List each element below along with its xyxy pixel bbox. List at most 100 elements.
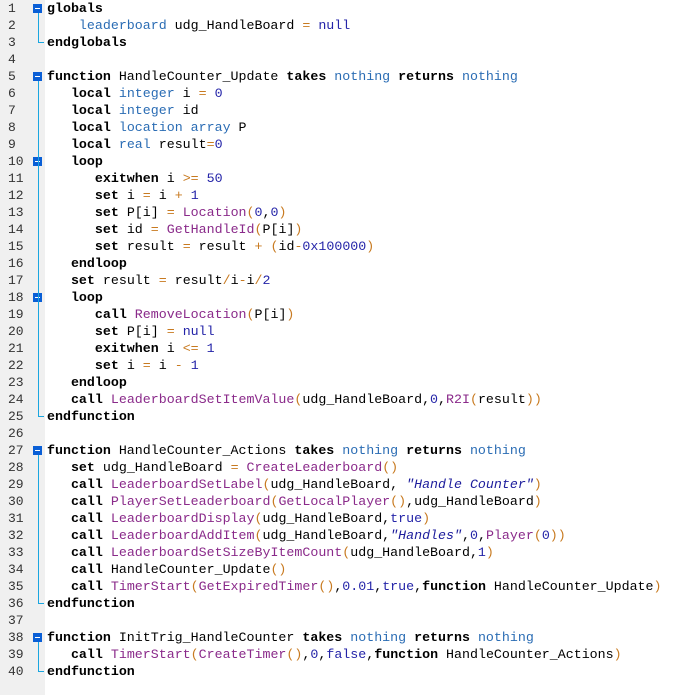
constant: true xyxy=(390,511,423,526)
code-text xyxy=(47,137,71,152)
constant: 0 xyxy=(430,392,439,407)
code-line[interactable]: 16 endloop xyxy=(0,255,674,272)
code-line[interactable]: 26 xyxy=(0,425,674,442)
code-line[interactable]: 19 call RemoveLocation(P[i]) xyxy=(0,306,674,323)
code-line[interactable]: 34 call HandleCounter_Update() xyxy=(0,561,674,578)
code-line[interactable]: 33 call LeaderboardSetSizeByItemCount(ud… xyxy=(0,544,674,561)
code-line[interactable]: 13 set P[i] = Location(0,0) xyxy=(0,204,674,221)
line-number: 35 xyxy=(8,579,24,594)
code-line[interactable]: 22 set i = i - 1 xyxy=(0,357,674,374)
operator: ( xyxy=(246,205,255,220)
code-line[interactable]: 29 call LeaderboardSetLabel(udg_HandleBo… xyxy=(0,476,674,493)
operator: = xyxy=(166,324,175,339)
code-text: result xyxy=(94,273,159,288)
code-line[interactable]: 4 xyxy=(0,51,674,68)
code-line[interactable]: 18 loop xyxy=(0,289,674,306)
code-text: i xyxy=(230,273,239,288)
keyword: returns xyxy=(414,630,470,645)
fold-end-marker xyxy=(38,42,44,43)
code-text: HandleCounter_Actions xyxy=(438,647,614,662)
fold-collapse-icon[interactable] xyxy=(33,446,42,455)
fold-collapse-icon[interactable] xyxy=(33,157,42,166)
code-line[interactable]: 23 endloop xyxy=(0,374,674,391)
fold-collapse-icon[interactable] xyxy=(33,4,42,13)
code-text: ,udg_HandleBoard xyxy=(406,494,534,509)
code-text: result xyxy=(150,137,207,152)
code-text: , xyxy=(461,528,470,543)
code-line[interactable]: 14 set id = GetHandleId(P[i]) xyxy=(0,221,674,238)
code-content: endglobals xyxy=(47,34,127,51)
code-line[interactable]: 8 local location array P xyxy=(0,119,674,136)
operator: ( xyxy=(469,392,478,407)
code-line[interactable]: 37 xyxy=(0,612,674,629)
operator: ) xyxy=(613,647,622,662)
code-content: call TimerStart(CreateTimer(),0,false,fu… xyxy=(47,646,622,663)
code-content: call LeaderboardDisplay(udg_HandleBoard,… xyxy=(47,510,430,527)
code-line[interactable]: 12 set i = i + 1 xyxy=(0,187,674,204)
string-literal: "Handle Counter" xyxy=(406,477,534,492)
code-text: id xyxy=(118,222,151,237)
code-text: , xyxy=(302,647,311,662)
fold-collapse-icon[interactable] xyxy=(33,72,42,81)
operator: () xyxy=(318,579,335,594)
code-line[interactable]: 15 set result = result + (id-0x100000) xyxy=(0,238,674,255)
native-function: Player xyxy=(485,528,534,543)
code-content: function HandleCounter_Update takes noth… xyxy=(47,68,518,85)
code-line[interactable]: 11 exitwhen i >= 50 xyxy=(0,170,674,187)
code-line[interactable]: 2 leaderboard udg_HandleBoard = null xyxy=(0,17,674,34)
operator: () xyxy=(270,562,287,577)
type: nothing xyxy=(350,630,407,645)
code-line[interactable]: 21 exitwhen i <= 1 xyxy=(0,340,674,357)
fold-collapse-icon[interactable] xyxy=(33,293,42,302)
constant: 0 xyxy=(214,137,223,152)
operator: () xyxy=(390,494,407,509)
fold-end-marker xyxy=(38,416,44,417)
code-text: , xyxy=(374,579,383,594)
code-line[interactable]: 30 call PlayerSetLeaderboard(GetLocalPla… xyxy=(0,493,674,510)
constant: 50 xyxy=(206,171,223,186)
code-line[interactable]: 7 local integer id xyxy=(0,102,674,119)
code-text: i xyxy=(118,188,143,203)
operator: ( xyxy=(342,545,351,560)
code-line[interactable]: 17 set result = result/i-i/2 xyxy=(0,272,674,289)
operator: = xyxy=(230,460,239,475)
code-text xyxy=(103,494,111,509)
line-number: 21 xyxy=(8,341,24,356)
code-line[interactable]: 10 loop xyxy=(0,153,674,170)
code-text xyxy=(47,205,95,220)
fold-collapse-icon[interactable] xyxy=(33,633,42,642)
constant: 0 xyxy=(214,86,223,101)
code-line[interactable]: 24 call LeaderboardSetItemValue(udg_Hand… xyxy=(0,391,674,408)
code-line[interactable]: 39 call TimerStart(CreateTimer(),0,false… xyxy=(0,646,674,663)
line-number: 11 xyxy=(8,171,24,186)
operator: ) xyxy=(286,307,295,322)
code-content: function InitTrig_HandleCounter takes no… xyxy=(47,629,534,646)
code-line[interactable]: 28 set udg_HandleBoard = CreateLeaderboa… xyxy=(0,459,674,476)
operator: / xyxy=(222,273,231,288)
line-number: 32 xyxy=(8,528,24,543)
code-line[interactable]: 6 local integer i = 0 xyxy=(0,85,674,102)
keyword: takes xyxy=(286,69,327,84)
string-literal: "Handles" xyxy=(390,528,462,543)
line-number: 7 xyxy=(8,103,16,118)
type: nothing xyxy=(469,443,526,458)
keyword: returns xyxy=(406,443,462,458)
code-line[interactable]: 9 local real result=0 xyxy=(0,136,674,153)
code-line[interactable]: 35 call TimerStart(GetExpiredTimer(),0.0… xyxy=(0,578,674,595)
code-text xyxy=(175,205,183,220)
code-text: id xyxy=(174,103,199,118)
code-line[interactable]: 31 call LeaderboardDisplay(udg_HandleBoa… xyxy=(0,510,674,527)
code-line[interactable]: 32 call LeaderboardAddItem(udg_HandleBoa… xyxy=(0,527,674,544)
code-line[interactable]: 20 set P[i] = null xyxy=(0,323,674,340)
line-number: 29 xyxy=(8,477,24,492)
keyword: call xyxy=(70,562,103,577)
code-content: exitwhen i >= 50 xyxy=(47,170,223,187)
